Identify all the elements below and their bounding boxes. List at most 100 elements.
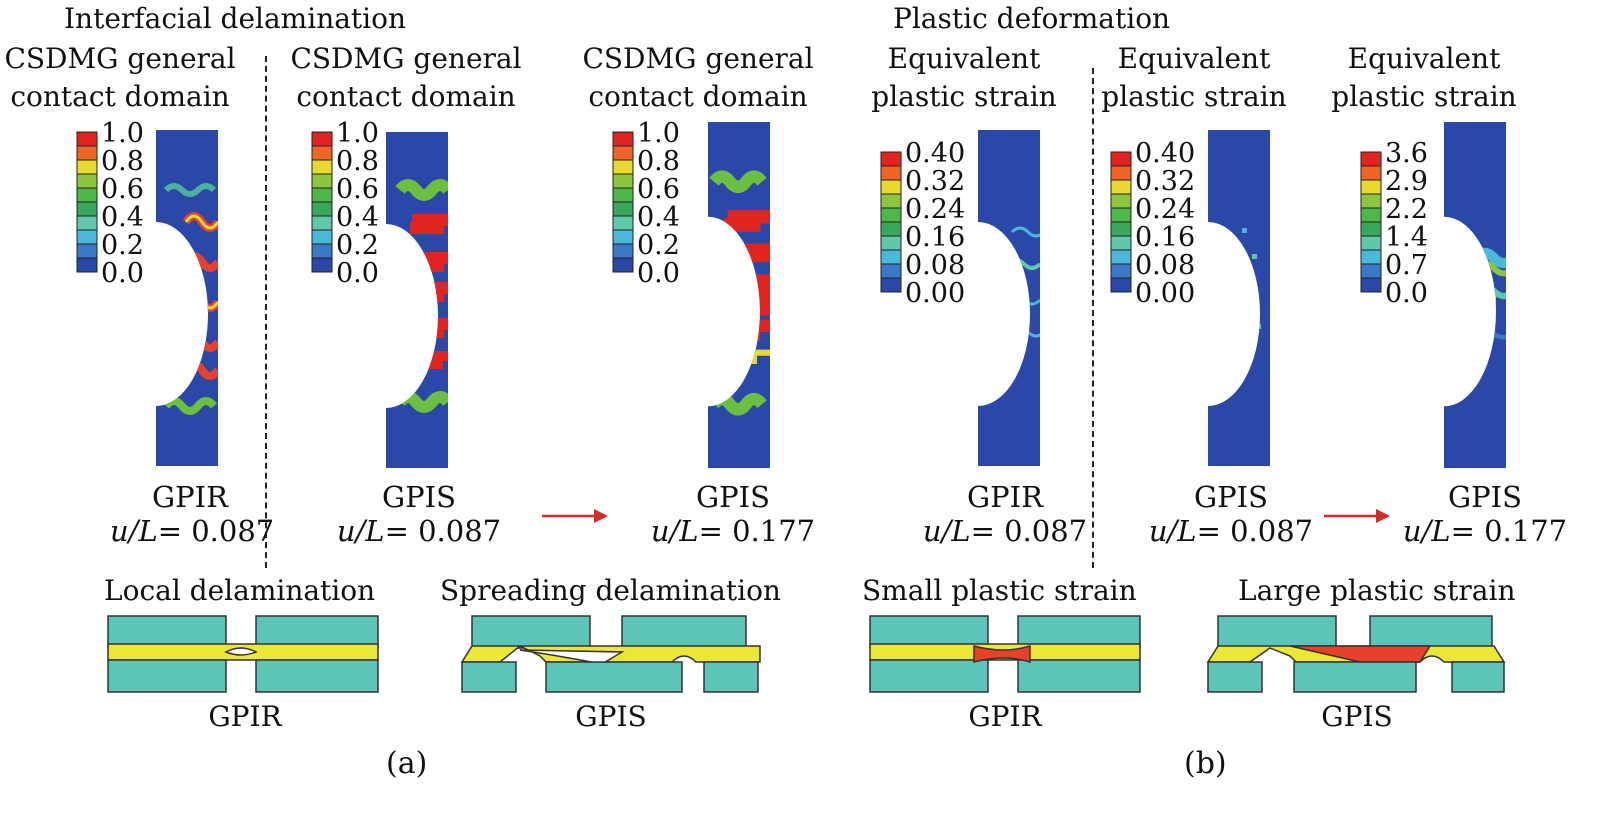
colorbar-b1-tick-label: 0.24 — [905, 194, 965, 225]
colorbar-a2-swatch — [311, 243, 333, 259]
colorbar-a3-swatch — [612, 145, 634, 161]
caption-spreading-delamination: Spreading delamination — [440, 574, 781, 607]
colorbar-a2: 1.00.80.60.40.20.0 — [311, 118, 379, 289]
colorbar-a2-tick-label: 0.2 — [336, 230, 379, 261]
colorbar-b1-swatch — [880, 263, 902, 279]
arrow-a — [542, 509, 608, 523]
colorbar-a2-swatch — [311, 145, 333, 161]
colorbar-b3-tick-label: 1.4 — [1385, 222, 1428, 253]
colorbar-a3-tick-label: 0.8 — [637, 146, 680, 177]
schematic-spreading-delamination — [460, 615, 761, 693]
colorbar-a2-swatch — [311, 215, 333, 231]
colorbar-a1-tick-label: 0.2 — [101, 230, 144, 261]
colorbar-a3-swatch — [612, 215, 634, 231]
label-a1: GPIR u/L= 0.087 — [110, 480, 275, 548]
colorbar-a1-swatch — [76, 173, 98, 189]
colorbar-a3-tick-label: 0.6 — [637, 174, 680, 205]
colorbar-a3-swatch — [612, 159, 634, 175]
schematic-large-plastic-strain — [1206, 615, 1506, 693]
colorbar-a2-swatch — [311, 257, 333, 273]
colorbar-b1-swatch — [880, 151, 902, 167]
panel-a-title: Interfacial delamination — [64, 2, 407, 35]
colorbar-a3-swatch — [612, 201, 634, 217]
colorbar-a3-swatch — [612, 187, 634, 203]
colorbar-b1-swatch — [880, 165, 902, 181]
colorbar-b2-swatch — [1110, 165, 1132, 181]
colorbar-b3: 3.62.92.21.40.70.0 — [1360, 138, 1428, 309]
label-a2: GPIS u/L= 0.087 — [336, 480, 502, 548]
colorbar-a1-swatch — [76, 159, 98, 175]
colorbar-b3-swatch — [1360, 193, 1382, 209]
specimen-a1 — [156, 130, 218, 466]
schematic-label-a1: GPIR — [208, 700, 282, 733]
colorbar-a1-swatch — [76, 187, 98, 203]
colorbar-a3: 1.00.80.60.40.20.0 — [612, 118, 680, 289]
specimen-b2 — [1208, 130, 1270, 466]
colorbar-b1-swatch — [880, 235, 902, 251]
colorbar-b2-swatch — [1110, 249, 1132, 265]
colorbar-a1-swatch — [76, 243, 98, 259]
arrow-b — [1324, 509, 1390, 523]
colorbar-b1-swatch — [880, 277, 902, 293]
colorbar-b2-swatch — [1110, 151, 1132, 167]
colorbar-a3-tick-label: 1.0 — [637, 118, 680, 149]
schematic-label-b2: GPIS — [1321, 700, 1393, 733]
separator-a — [265, 56, 267, 568]
colorbar-b2-tick-label: 0.40 — [1135, 138, 1195, 169]
colorbar-b3-swatch — [1360, 249, 1382, 265]
colorbar-b1-swatch — [880, 193, 902, 209]
colorbar-a3-tick-label: 0.2 — [637, 230, 680, 261]
colorbar-a2-tick-label: 0.6 — [336, 174, 379, 205]
colorbar-a3-swatch — [612, 257, 634, 273]
colorbar-a3-swatch — [612, 131, 634, 147]
colorbar-b1-swatch — [880, 221, 902, 237]
colorbar-a1-swatch — [76, 201, 98, 217]
colorbar-b2-tick-label: 0.24 — [1135, 194, 1195, 225]
colorbar-b1-swatch — [880, 179, 902, 195]
colorbar-b1-tick-label: 0.40 — [905, 138, 965, 169]
colorbar-a1-tick-label: 0.8 — [101, 146, 144, 177]
colorbar-a2-tick-label: 0.0 — [336, 258, 379, 289]
panel-b-title: Plastic deformation — [893, 2, 1171, 35]
schematic-local-delamination — [107, 615, 379, 693]
schematic-small-plastic-strain — [869, 615, 1141, 693]
colorbar-b2-swatch — [1110, 207, 1132, 223]
colorbar-a2-swatch — [311, 131, 333, 147]
colorbar-b2-swatch — [1110, 277, 1132, 293]
colorbar-b3-swatch — [1360, 277, 1382, 293]
colorbar-a1-swatch — [76, 257, 98, 273]
colorbar-a3-tick-label: 0.0 — [637, 258, 680, 289]
caption-small-plastic-strain: Small plastic strain — [862, 574, 1137, 607]
label-b2: GPIS u/L= 0.087 — [1148, 480, 1314, 548]
label-b3: GPIS u/L= 0.177 — [1402, 480, 1568, 548]
specimen-b1 — [978, 130, 1040, 466]
label-a3: GPIS u/L= 0.177 — [650, 480, 816, 548]
schematic-label-b1: GPIR — [968, 700, 1042, 733]
colorbar-a1-tick-label: 0.0 — [101, 258, 144, 289]
colorbar-b3-swatch — [1360, 179, 1382, 195]
colorbar-b3-swatch — [1360, 235, 1382, 251]
colorbar-b2-swatch — [1110, 179, 1132, 195]
colorbar-a2-swatch — [311, 159, 333, 175]
colorbar-b2-tick-label: 0.08 — [1135, 250, 1195, 281]
colorbar-b1-tick-label: 0.00 — [905, 278, 965, 309]
colorbar-b1-swatch — [880, 249, 902, 265]
colorbar-b1-tick-label: 0.16 — [905, 222, 965, 253]
colorbar-b2-tick-label: 0.00 — [1135, 278, 1195, 309]
colorbar-b1-swatch — [880, 207, 902, 223]
colorbar-a2-swatch — [311, 187, 333, 203]
colorbar-b1-tick-label: 0.08 — [905, 250, 965, 281]
colorbar-a2-tick-label: 0.4 — [336, 202, 379, 233]
colorbar-a3-swatch — [612, 229, 634, 245]
panel-label-b: (b) — [1184, 746, 1227, 781]
colorbar-a2-swatch — [311, 229, 333, 245]
colorbar-a1-swatch — [76, 131, 98, 147]
colorbar-b1-tick-label: 0.32 — [905, 166, 965, 197]
colorbar-a1-swatch — [76, 215, 98, 231]
colorbar-b2-swatch — [1110, 263, 1132, 279]
